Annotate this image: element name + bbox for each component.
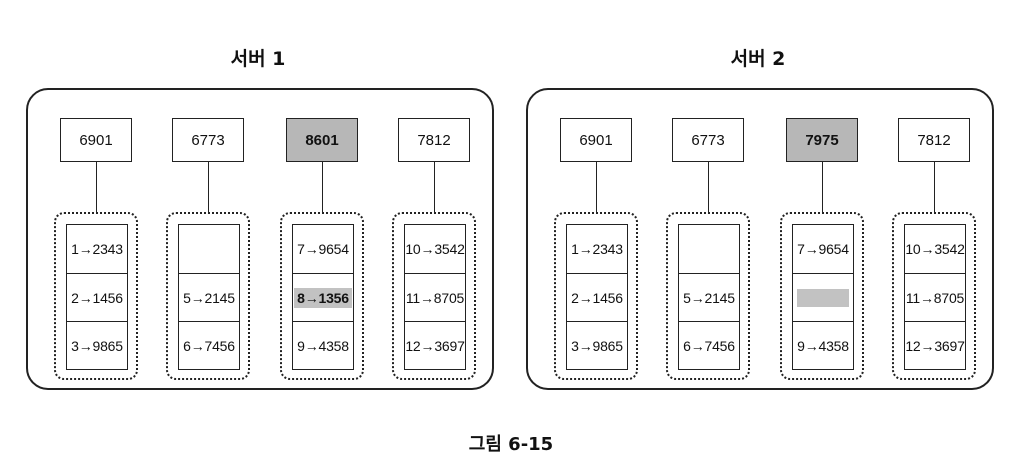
key-value-text: 11→8705 bbox=[405, 289, 465, 306]
key-value-text bbox=[706, 247, 712, 251]
key-value-text: 8→1356 bbox=[294, 287, 352, 308]
shard-node: 7812 bbox=[898, 118, 970, 162]
key-value-text: 6→7456 bbox=[683, 337, 735, 354]
key-value-stack: 5→2145 6→7456 bbox=[678, 224, 740, 370]
server-box: 6901 1→2343 2→1456 3→9865 6773 5→2145 6→7456 79… bbox=[526, 88, 994, 390]
key-value-cell: 5→2145 bbox=[179, 273, 239, 321]
key-value-text: 10→3542 bbox=[405, 241, 465, 257]
key-value-cell: 7→9654 bbox=[793, 225, 853, 273]
key-value-cell: 12→3697 bbox=[405, 321, 465, 369]
key-value-cell: 11→8705 bbox=[405, 273, 465, 321]
key-value-text: 3→9865 bbox=[571, 337, 623, 354]
key-value-cell: 1→2343 bbox=[567, 225, 627, 273]
key-value-cell: 3→9865 bbox=[67, 321, 127, 369]
key-value-text: 3→9865 bbox=[71, 337, 123, 354]
key-value-text: 1→2343 bbox=[71, 241, 123, 257]
connector-line bbox=[322, 162, 323, 212]
connector-line bbox=[208, 162, 209, 212]
key-value-text: 1→2343 bbox=[571, 241, 623, 257]
key-value-text bbox=[797, 288, 849, 307]
connector-line bbox=[934, 162, 935, 212]
shard-node: 6773 bbox=[172, 118, 244, 162]
key-value-stack: 1→2343 2→1456 3→9865 bbox=[566, 224, 628, 370]
key-value-stack: 10→3542 11→8705 12→3697 bbox=[904, 224, 966, 370]
key-value-stack: 7→9654 9→4358 bbox=[792, 224, 854, 370]
key-value-stack: 5→2145 6→7456 bbox=[178, 224, 240, 370]
key-value-cell: 10→3542 bbox=[905, 225, 965, 273]
connector-line bbox=[434, 162, 435, 212]
key-value-cell: 5→2145 bbox=[679, 273, 739, 321]
partition-group: 1→2343 2→1456 3→9865 bbox=[554, 212, 638, 380]
key-value-text: 5→2145 bbox=[183, 289, 235, 306]
partition-group: 7→9654 8→1356 9→4358 bbox=[280, 212, 364, 380]
shard-node: 6901 bbox=[60, 118, 132, 162]
key-value-cell: 9→4358 bbox=[293, 321, 353, 369]
server-title: 서버 2 bbox=[730, 48, 786, 70]
key-value-text: 9→4358 bbox=[297, 337, 349, 354]
key-value-cell bbox=[179, 225, 239, 273]
key-value-cell: 2→1456 bbox=[67, 273, 127, 321]
key-value-cell: 7→9654 bbox=[293, 225, 353, 273]
key-value-text: 6→7456 bbox=[183, 337, 235, 354]
key-value-cell: 1→2343 bbox=[67, 225, 127, 273]
partition-group: 10→3542 11→8705 12→3697 bbox=[392, 212, 476, 380]
partition-group: 5→2145 6→7456 bbox=[166, 212, 250, 380]
connector-line bbox=[822, 162, 823, 212]
key-value-cell: 11→8705 bbox=[905, 273, 965, 321]
connector-line bbox=[708, 162, 709, 212]
key-value-text: 10→3542 bbox=[905, 241, 965, 257]
key-value-text: 2→1456 bbox=[71, 289, 123, 306]
key-value-stack: 7→9654 8→1356 9→4358 bbox=[292, 224, 354, 370]
partition-group: 7→9654 9→4358 bbox=[780, 212, 864, 380]
shard-node: 7812 bbox=[398, 118, 470, 162]
partition-group: 10→3542 11→8705 12→3697 bbox=[892, 212, 976, 380]
shard-node: 6773 bbox=[672, 118, 744, 162]
key-value-text: 12→3697 bbox=[405, 337, 465, 354]
server-box: 6901 1→2343 2→1456 3→9865 6773 5→2145 6→7456 86… bbox=[26, 88, 494, 390]
partition-group: 5→2145 6→7456 bbox=[666, 212, 750, 380]
key-value-cell: 8→1356 bbox=[293, 273, 353, 321]
shard-node: 7975 bbox=[786, 118, 858, 162]
connector-line bbox=[596, 162, 597, 212]
key-value-stack: 10→3542 11→8705 12→3697 bbox=[404, 224, 466, 370]
key-value-text: 12→3697 bbox=[905, 337, 965, 354]
key-value-text: 7→9654 bbox=[797, 241, 849, 257]
connector-line bbox=[96, 162, 97, 212]
key-value-stack: 1→2343 2→1456 3→9865 bbox=[66, 224, 128, 370]
key-value-text: 5→2145 bbox=[683, 289, 735, 306]
partition-group: 1→2343 2→1456 3→9865 bbox=[54, 212, 138, 380]
key-value-text: 11→8705 bbox=[905, 289, 965, 306]
key-value-cell: 10→3542 bbox=[405, 225, 465, 273]
shard-node: 8601 bbox=[286, 118, 358, 162]
shard-node: 6901 bbox=[560, 118, 632, 162]
key-value-cell: 2→1456 bbox=[567, 273, 627, 321]
key-value-cell: 6→7456 bbox=[679, 321, 739, 369]
key-value-cell: 3→9865 bbox=[567, 321, 627, 369]
key-value-cell: 12→3697 bbox=[905, 321, 965, 369]
key-value-text: 7→9654 bbox=[297, 241, 349, 257]
key-value-cell: 9→4358 bbox=[793, 321, 853, 369]
server-title: 서버 1 bbox=[230, 48, 286, 70]
figure-caption: 그림 6-15 bbox=[468, 434, 554, 455]
key-value-text: 2→1456 bbox=[571, 289, 623, 306]
key-value-text: 9→4358 bbox=[797, 337, 849, 354]
key-value-text bbox=[206, 247, 212, 251]
key-value-cell bbox=[793, 273, 853, 321]
key-value-cell: 6→7456 bbox=[179, 321, 239, 369]
key-value-cell bbox=[679, 225, 739, 273]
